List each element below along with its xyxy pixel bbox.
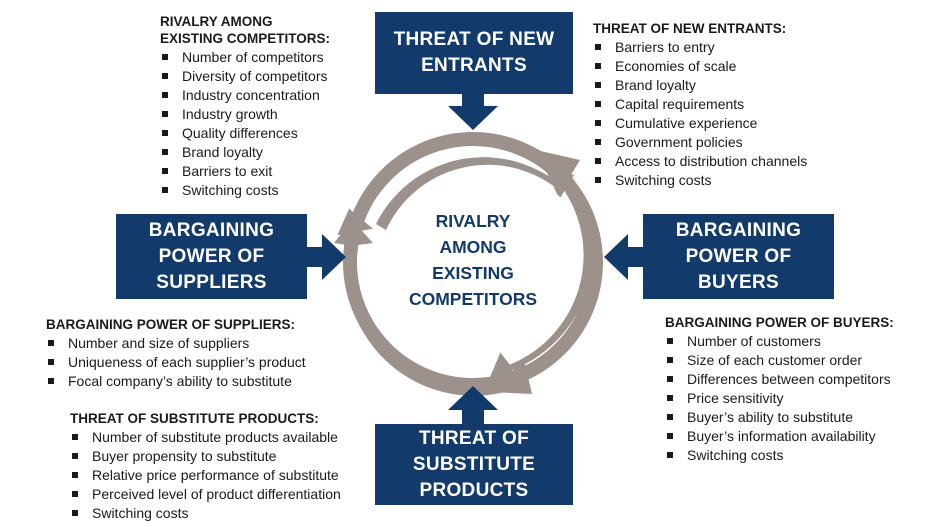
ring-arrowhead-left — [337, 208, 373, 236]
box-bargaining-power-of-suppliers: BARGAINING POWER OF SUPPLIERS — [116, 214, 307, 299]
list-item: Perceived level of product differentiati… — [70, 485, 341, 504]
panel-list: Number of substitute products available … — [70, 428, 341, 523]
box-line: SUBSTITUTE — [412, 453, 536, 475]
box-line: POWER OF — [158, 245, 265, 267]
box-line: BARGAINING — [675, 219, 802, 241]
panel-title: RIVALRY AMONG EXISTING COMPETITORS: — [160, 13, 330, 47]
list-item: Industry concentration — [160, 86, 330, 105]
panel-new-entrants: THREAT OF NEW ENTRANTS: Barriers to entr… — [593, 20, 807, 190]
cycle-arrow-top — [376, 157, 574, 230]
panel-list: Number and size of suppliers Uniqueness … — [46, 334, 306, 391]
list-item: Brand loyalty — [593, 76, 807, 95]
box-line: PRODUCTS — [419, 479, 529, 501]
list-item: Differences between competitors — [665, 370, 894, 389]
cycle-arrow-right — [486, 160, 594, 386]
box-line: BARGAINING — [148, 219, 275, 241]
list-item: Quality differences — [160, 124, 330, 143]
list-item: Switching costs — [70, 504, 341, 523]
arrow-left-from-buyers — [604, 234, 643, 280]
box-line: POWER OF — [685, 245, 792, 267]
list-item: Price sensitivity — [665, 389, 894, 408]
list-item: Barriers to exit — [160, 162, 330, 181]
list-item: Number of competitors — [160, 48, 330, 67]
box-line: ENTRANTS — [421, 55, 527, 76]
center-line: RIVALRY — [435, 211, 511, 231]
list-item: Buyer propensity to substitute — [70, 447, 341, 466]
list-item: Capital requirements — [593, 95, 807, 114]
panel-buyers: BARGAINING POWER OF BUYERS: Number of cu… — [665, 314, 894, 465]
ring-arrowhead-top-right — [536, 150, 580, 196]
panel-title: THREAT OF NEW ENTRANTS: — [593, 21, 787, 36]
panel-rivalry: RIVALRY AMONG EXISTING COMPETITORS: Numb… — [160, 13, 330, 200]
box-line: THREAT OF — [418, 427, 529, 449]
list-item: Barriers to entry — [593, 38, 807, 57]
list-item: Size of each customer order — [665, 351, 894, 370]
box-line: THREAT OF NEW — [393, 29, 555, 50]
list-item: Switching costs — [160, 181, 330, 200]
list-item: Relative price performance of substitute — [70, 466, 341, 485]
list-item: Number and size of suppliers — [46, 334, 306, 353]
box-bargaining-power-of-buyers: BARGAINING POWER OF BUYERS — [643, 214, 834, 299]
arrow-up-from-substitutes — [448, 386, 498, 424]
center-line: EXISTING — [432, 263, 514, 283]
panel-title: BARGAINING POWER OF BUYERS: — [665, 315, 894, 330]
list-item: Economies of scale — [593, 57, 807, 76]
list-item: Switching costs — [665, 446, 894, 465]
panel-title-line: EXISTING COMPETITORS: — [160, 31, 331, 46]
center-line: COMPETITORS — [408, 289, 538, 309]
list-item: Government policies — [593, 133, 807, 152]
list-item: Number of customers — [665, 332, 894, 351]
panel-title: THREAT OF SUBSTITUTE PRODUCTS: — [70, 411, 319, 426]
list-item: Brand loyalty — [160, 143, 330, 162]
list-item: Number of substitute products available — [70, 428, 341, 447]
arrow-right-from-suppliers — [307, 234, 346, 280]
list-item: Switching costs — [593, 171, 807, 190]
arrow-down-from-new-entrants — [448, 94, 498, 130]
panel-list: Number of competitors Diversity of compe… — [160, 48, 330, 200]
list-item: Access to distribution channels — [593, 152, 807, 171]
panel-substitutes: THREAT OF SUBSTITUTE PRODUCTS: Number of… — [70, 410, 341, 523]
list-item: Buyer’s information availability — [665, 427, 894, 446]
box-line: SUPPLIERS — [156, 271, 267, 293]
box-threat-of-new-entrants: THREAT OF NEW ENTRANTS — [375, 12, 573, 94]
center-rivalry-label: RIVALRY AMONG EXISTING COMPETITORS — [398, 208, 548, 312]
list-item: Industry growth — [160, 105, 330, 124]
panel-list: Number of customers Size of each custome… — [665, 332, 894, 465]
list-item: Diversity of competitors — [160, 67, 330, 86]
box-threat-of-substitute-products: THREAT OF SUBSTITUTE PRODUCTS — [375, 424, 573, 505]
center-line: AMONG — [439, 237, 507, 257]
ring-arrowhead-bottom-right — [490, 360, 532, 394]
cycle-ring — [343, 132, 603, 392]
panel-list: Barriers to entry Economies of scale Bra… — [593, 38, 807, 190]
list-item: Uniqueness of each supplier’s product — [46, 353, 306, 372]
list-item: Buyer’s ability to substitute — [665, 408, 894, 427]
panel-suppliers: BARGAINING POWER OF SUPPLIERS: Number an… — [46, 316, 306, 391]
list-item: Cumulative experience — [593, 114, 807, 133]
box-line: BUYERS — [698, 271, 779, 293]
panel-title-line: RIVALRY AMONG — [160, 14, 273, 29]
panel-title: BARGAINING POWER OF SUPPLIERS: — [46, 317, 296, 332]
list-item: Focal company’s ability to substitute — [46, 372, 306, 391]
